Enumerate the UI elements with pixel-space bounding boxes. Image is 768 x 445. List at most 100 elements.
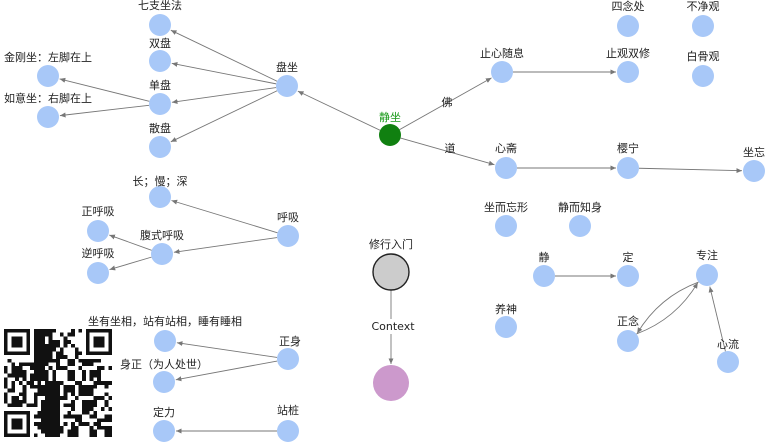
node-circle[interactable] (491, 61, 513, 83)
node-circle[interactable] (617, 15, 639, 37)
edge-label-jingzuo-to-zhixin: 佛 (442, 96, 453, 109)
node-circle[interactable] (692, 15, 714, 37)
node-circle[interactable] (87, 220, 109, 242)
node-shenzheng[interactable]: 身正（为人处世） (120, 357, 208, 393)
node-circle[interactable] (37, 65, 59, 87)
node-circle[interactable] (277, 420, 299, 442)
node-danpan[interactable]: 单盘 (149, 78, 171, 115)
node-jingerzhi[interactable]: 静而知身 (558, 200, 602, 237)
node-zuoerwang[interactable]: 坐而忘形 (484, 200, 528, 237)
node-circle[interactable] (149, 50, 171, 72)
node-label: 正呼吸 (82, 205, 115, 218)
node-bujing[interactable]: 不净观 (687, 0, 720, 37)
node-label: 静 (539, 250, 550, 264)
node-circle[interactable] (37, 106, 59, 128)
node-zhuanzhu[interactable]: 专注 (696, 248, 718, 286)
edge-panzuo-to-shuangpan (171, 61, 277, 85)
node-label: 坐忘 (743, 145, 765, 159)
node-circle[interactable] (379, 124, 401, 146)
node-circle[interactable] (149, 136, 171, 158)
edge-jingzuo-to-panzuo (297, 90, 381, 131)
node-qizhi[interactable]: 七支坐法 (138, 0, 182, 36)
node-zhanzhuang[interactable]: 站桩 (277, 403, 299, 442)
node-xiuxing[interactable]: 修行入门 (369, 237, 413, 291)
node-circle[interactable] (495, 215, 517, 237)
edge-fushi-to-nihuxi (109, 256, 152, 271)
node-circle[interactable] (149, 14, 171, 36)
node-label: 身正（为人处世） (120, 357, 208, 371)
node-circle[interactable] (149, 93, 171, 115)
node-xinzhai[interactable]: 心斋 (495, 141, 517, 179)
node-circle[interactable] (149, 186, 171, 208)
node-circle[interactable] (617, 61, 639, 83)
node-zuoyou[interactable]: 坐有坐相，站有站相，睡有睡相 (88, 314, 242, 352)
node-label: 心流 (717, 337, 739, 351)
node-circle[interactable] (495, 316, 517, 338)
node-ruyi[interactable]: 如意坐：右脚在上 (4, 91, 92, 128)
node-circle[interactable] (569, 215, 591, 237)
node-label: 白骨观 (687, 49, 720, 63)
node-circle[interactable] (372, 253, 410, 291)
node-zhenghuxi[interactable]: 正呼吸 (82, 205, 115, 242)
node-circle[interactable] (154, 330, 176, 352)
edge-label-bg (371, 319, 415, 334)
edge-danpan-to-jingang (59, 77, 150, 102)
node-label: 坐有坐相，站有站相，睡有睡相 (88, 314, 242, 328)
node-circle[interactable] (495, 157, 517, 179)
node-circle[interactable] (743, 160, 765, 182)
node-dingli[interactable]: 定力 (153, 405, 175, 442)
node-yingning[interactable]: 樱宁 (617, 141, 639, 179)
node-jingang[interactable]: 金刚坐：左脚在上 (4, 50, 92, 87)
edge-huxi-to-changman (171, 199, 278, 234)
node-zhengshen[interactable]: 正身 (277, 334, 301, 370)
node-label: 樱宁 (617, 141, 639, 155)
node-circle[interactable] (277, 348, 299, 370)
node-changman[interactable]: 长；慢；深 (133, 175, 188, 208)
node-label: 四念处 (612, 0, 645, 13)
node-circle[interactable] (696, 264, 718, 286)
node-fushi[interactable]: 腹式呼吸 (140, 228, 184, 265)
node-shuangpan[interactable]: 双盘 (149, 36, 171, 72)
node-jing[interactable]: 静 (533, 250, 555, 287)
node-label: 站桩 (277, 403, 299, 417)
node-xinliu[interactable]: 心流 (717, 337, 739, 373)
node-yangshen[interactable]: 养神 (495, 302, 517, 338)
edge-label-jingzuo-to-xinzhai: 道 (445, 141, 456, 155)
edge-zhengshen-to-zuoyou (176, 341, 278, 358)
node-context[interactable] (373, 365, 409, 401)
node-circle[interactable] (153, 420, 175, 442)
node-zhiguan[interactable]: 止观双修 (606, 46, 650, 83)
node-circle[interactable] (533, 265, 555, 287)
node-label: 呼吸 (277, 211, 299, 224)
node-zhixin[interactable]: 止心随息 (480, 46, 524, 83)
node-baigu[interactable]: 白骨观 (687, 49, 720, 87)
node-nihuxi[interactable]: 逆呼吸 (82, 246, 115, 284)
node-zuowang[interactable]: 坐忘 (743, 145, 765, 182)
node-panzuo[interactable]: 盘坐 (276, 60, 298, 97)
node-circle[interactable] (151, 243, 173, 265)
node-jingzuo[interactable]: 静坐 (379, 110, 401, 146)
node-label: 长；慢；深 (133, 175, 188, 188)
node-sinian[interactable]: 四念处 (612, 0, 645, 37)
node-circle[interactable] (277, 225, 299, 247)
node-circle[interactable] (276, 75, 298, 97)
node-ding[interactable]: 定 (617, 250, 639, 287)
node-huxi[interactable]: 呼吸 (277, 211, 299, 247)
edge-fushi-to-zhenghuxi (109, 234, 152, 251)
node-circle[interactable] (617, 157, 639, 179)
node-circle[interactable] (153, 371, 175, 393)
node-label: 静坐 (379, 110, 401, 124)
node-sanpan[interactable]: 散盘 (149, 121, 171, 158)
node-label: 盘坐 (276, 60, 298, 74)
node-circle[interactable] (373, 365, 409, 401)
node-zhengnian[interactable]: 正念 (617, 314, 639, 352)
node-label: 散盘 (149, 121, 171, 135)
node-circle[interactable] (87, 262, 109, 284)
edge-huxi-to-fushi (173, 237, 278, 254)
node-circle[interactable] (617, 265, 639, 287)
node-label: 金刚坐：左脚在上 (4, 50, 92, 64)
node-circle[interactable] (692, 65, 714, 87)
node-circle[interactable] (717, 351, 739, 373)
node-circle[interactable] (617, 330, 639, 352)
